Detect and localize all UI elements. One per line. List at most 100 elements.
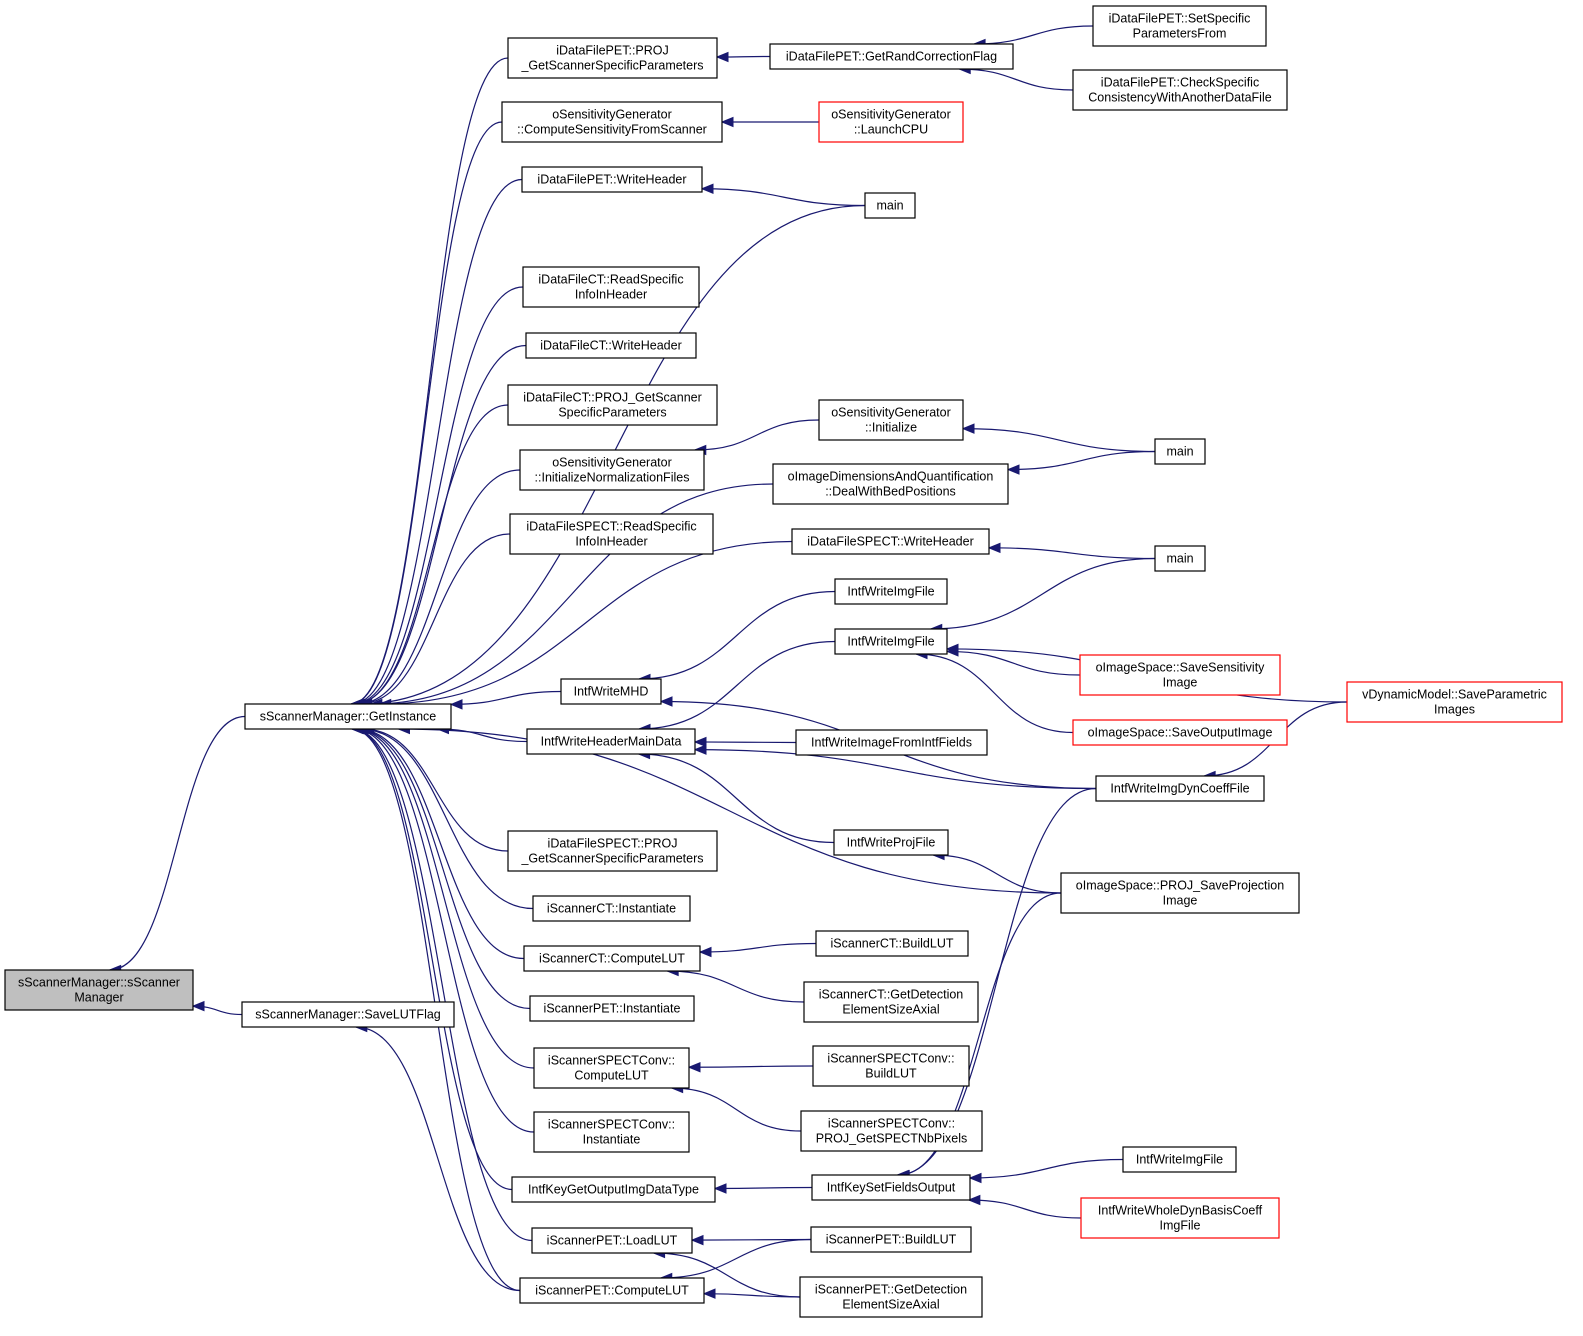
node-box-ct_computelut[interactable] [523, 945, 701, 972]
node-box-ct_inst[interactable] [532, 895, 691, 922]
node-saveoutput[interactable]: oImageSpace::SaveOutputImage [1072, 719, 1288, 746]
node-box-sens_launch[interactable] [818, 101, 964, 143]
node-box-pet_getrand[interactable] [769, 43, 1014, 70]
node-sens_init[interactable]: oSensitivityGenerator::Initialize [818, 399, 964, 441]
node-ct_buildlut[interactable]: iScannerCT::BuildLUT [815, 930, 969, 957]
node-main1[interactable]: main [864, 192, 916, 219]
node-imgdim[interactable]: oImageDimensionsAndQuantification::DealW… [772, 463, 1009, 505]
node-pet_writeheader[interactable]: iDataFilePET::WriteHeader [521, 166, 703, 193]
node-box-intfkeyget[interactable] [511, 1176, 716, 1203]
node-box-pet_check[interactable] [1072, 69, 1288, 111]
node-spectconv_compute[interactable]: iScannerSPECTConv::ComputeLUT [533, 1047, 690, 1089]
node-ct_inst[interactable]: iScannerCT::Instantiate [532, 895, 691, 922]
node-intfwritemhd[interactable]: IntfWriteMHD [560, 678, 662, 705]
node-spectconv_build[interactable]: iScannerSPECTConv::BuildLUT [812, 1045, 970, 1087]
node-intfwriteimg1[interactable]: IntfWriteImgFile [834, 578, 948, 605]
node-intfwriteimgdyn[interactable]: IntfWriteImgDynCoeffFile [1095, 775, 1265, 802]
node-box-spect_readspec[interactable] [509, 513, 714, 555]
node-box-getinstance[interactable] [244, 703, 452, 730]
node-ct_writeheader[interactable]: iDataFileCT::WriteHeader [525, 332, 697, 359]
node-box-spectconv_build[interactable] [812, 1045, 970, 1087]
node-box-intfkeyset[interactable] [811, 1174, 971, 1201]
node-spect_writeheader[interactable]: iDataFileSPECT::WriteHeader [791, 528, 990, 555]
node-box-root[interactable] [4, 969, 194, 1011]
node-box-ct_getdet[interactable] [803, 981, 979, 1023]
node-sens_initnorm[interactable]: oSensitivityGenerator::InitializeNormali… [519, 449, 705, 491]
node-box-spect_proj[interactable] [507, 830, 718, 872]
node-box-spect_writeheader[interactable] [791, 528, 990, 555]
node-savelutflag[interactable]: sScannerManager::SaveLUTFlag [241, 1001, 455, 1028]
node-getinstance[interactable]: sScannerManager::GetInstance [244, 703, 452, 730]
node-box-ct_proj[interactable] [507, 384, 718, 426]
node-pet_buildlut[interactable]: iScannerPET::BuildLUT [810, 1226, 972, 1253]
node-spectconv_inst[interactable]: iScannerSPECTConv::Instantiate [533, 1111, 690, 1153]
node-box-imgdim[interactable] [772, 463, 1009, 505]
node-intfwriteimg2[interactable]: IntfWriteImgFile [834, 628, 948, 655]
node-box-savesens[interactable] [1079, 654, 1281, 696]
node-main2[interactable]: main [1154, 438, 1206, 465]
node-box-pet_proj[interactable] [507, 37, 718, 79]
node-box-spectconv_inst[interactable] [533, 1111, 690, 1153]
node-sens_launch[interactable]: oSensitivityGenerator::LaunchCPU [818, 101, 964, 143]
node-box-sens_compute[interactable] [501, 101, 723, 143]
node-pet_getrand[interactable]: iDataFilePET::GetRandCorrectionFlag [769, 43, 1014, 70]
node-box-ct_readspec[interactable] [522, 266, 700, 308]
node-box-main2[interactable] [1154, 438, 1206, 465]
node-box-pet_getdet[interactable] [799, 1276, 983, 1318]
node-intfkeyget[interactable]: IntfKeyGetOutputImgDataType [511, 1176, 716, 1203]
node-intfwriteimg3[interactable]: IntfWriteImgFile [1122, 1146, 1237, 1173]
node-box-saveoutput[interactable] [1072, 719, 1288, 746]
node-pet_inst[interactable]: iScannerPET::Instantiate [529, 995, 695, 1022]
node-box-intfwriteimg3[interactable] [1122, 1146, 1237, 1173]
node-box-main1[interactable] [864, 192, 916, 219]
node-ct_proj[interactable]: iDataFileCT::PROJ_GetScannerSpecificPara… [507, 384, 718, 426]
node-spect_proj[interactable]: iDataFileSPECT::PROJ_GetScannerSpecificP… [507, 830, 718, 872]
node-spectconv_nb[interactable]: iScannerSPECTConv::PROJ_GetSPECTNbPixels [800, 1110, 983, 1152]
node-box-spectconv_nb[interactable] [800, 1110, 983, 1152]
node-root[interactable]: sScannerManager::sScannerManager [4, 969, 194, 1011]
node-intfwriteproj[interactable]: IntfWriteProjFile [833, 829, 949, 856]
node-box-saveproj[interactable] [1060, 872, 1300, 914]
node-box-spectconv_compute[interactable] [533, 1047, 690, 1089]
node-box-intfwriteproj[interactable] [833, 829, 949, 856]
node-box-sens_init[interactable] [818, 399, 964, 441]
node-box-ct_buildlut[interactable] [815, 930, 969, 957]
node-intfwriteheadermain[interactable]: IntfWriteHeaderMainData [526, 728, 696, 755]
node-box-pet_buildlut[interactable] [810, 1226, 972, 1253]
node-ct_computelut[interactable]: iScannerCT::ComputeLUT [523, 945, 701, 972]
node-pet_computelut[interactable]: iScannerPET::ComputeLUT [519, 1277, 705, 1304]
node-intfwriteimgfromfields[interactable]: IntfWriteImageFromIntfFields [795, 729, 988, 756]
node-box-intfwritewhole[interactable] [1080, 1197, 1280, 1239]
node-box-pet_inst[interactable] [529, 995, 695, 1022]
node-sens_compute[interactable]: oSensitivityGenerator::ComputeSensitivit… [501, 101, 723, 143]
node-pet_loadlut[interactable]: iScannerPET::LoadLUT [531, 1227, 693, 1254]
node-intfkeyset[interactable]: IntfKeySetFieldsOutput [811, 1174, 971, 1201]
node-main3[interactable]: main [1154, 545, 1206, 572]
node-box-pet_writeheader[interactable] [521, 166, 703, 193]
node-pet_proj[interactable]: iDataFilePET::PROJ_GetScannerSpecificPar… [507, 37, 718, 79]
node-box-intfwriteimg2[interactable] [834, 628, 948, 655]
node-box-intfwriteimgfromfields[interactable] [795, 729, 988, 756]
node-box-savelutflag[interactable] [241, 1001, 455, 1028]
node-box-vdyn[interactable] [1346, 681, 1563, 723]
node-box-sens_initnorm[interactable] [519, 449, 705, 491]
node-box-intfwriteheadermain[interactable] [526, 728, 696, 755]
node-box-pet_loadlut[interactable] [531, 1227, 693, 1254]
node-box-pet_setspec[interactable] [1092, 5, 1267, 47]
node-box-main3[interactable] [1154, 545, 1206, 572]
node-box-ct_writeheader[interactable] [525, 332, 697, 359]
node-box-intfwritemhd[interactable] [560, 678, 662, 705]
node-box-pet_computelut[interactable] [519, 1277, 705, 1304]
node-box-intfwriteimgdyn[interactable] [1095, 775, 1265, 802]
node-box-intfwriteimg1[interactable] [834, 578, 948, 605]
node-pet_getdet[interactable]: iScannerPET::GetDetectionElementSizeAxia… [799, 1276, 983, 1318]
node-pet_check[interactable]: iDataFilePET::CheckSpecificConsistencyWi… [1072, 69, 1288, 111]
